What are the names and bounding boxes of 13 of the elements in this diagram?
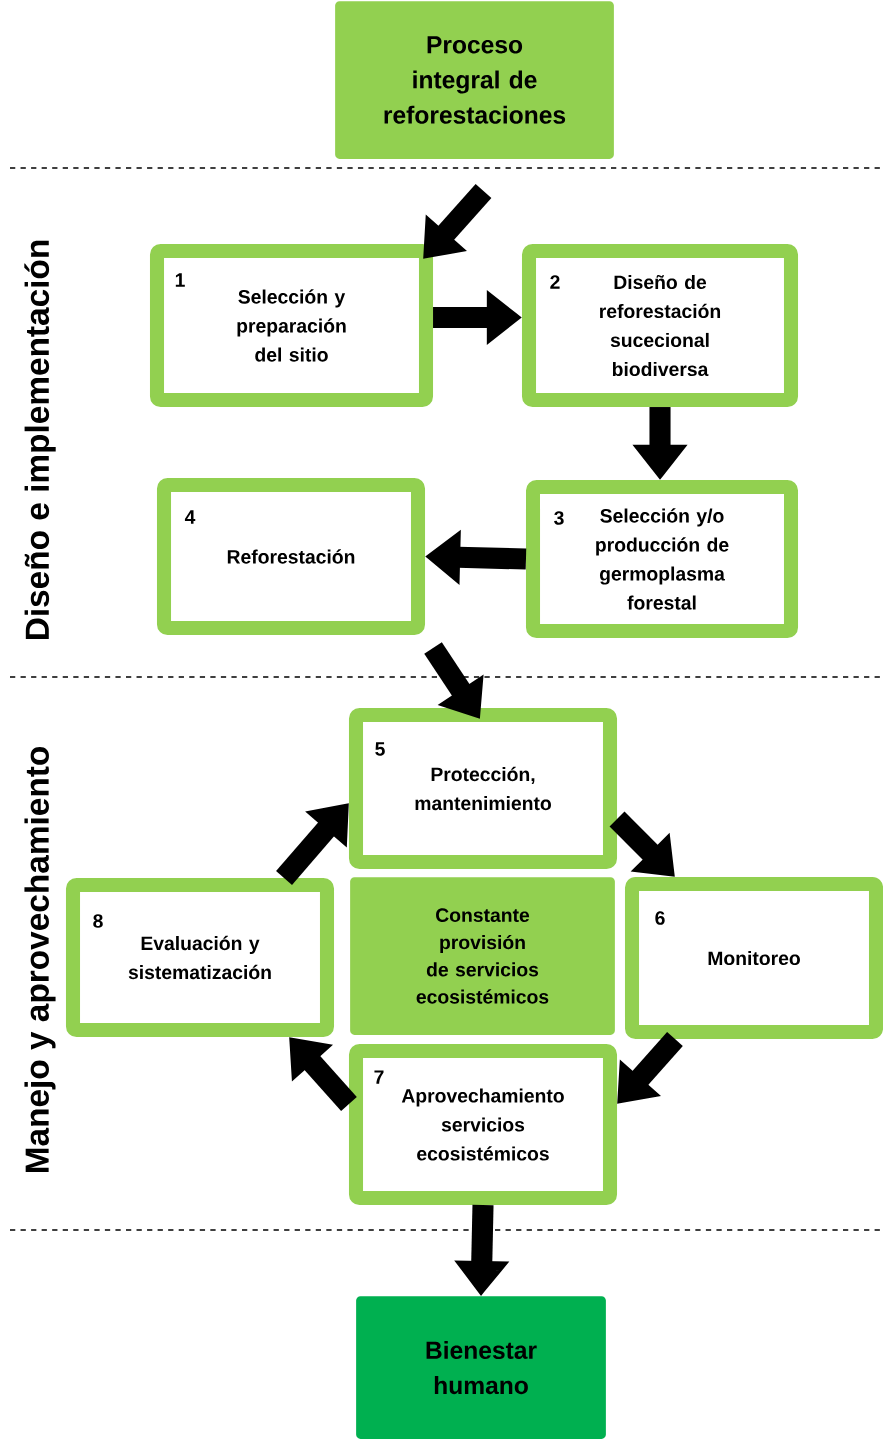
center-box: Constante provisión de servicios ecosistémicos xyxy=(350,877,615,1035)
step-number: 3 xyxy=(554,511,564,525)
step-number: 6 xyxy=(655,911,665,925)
step-number: 1 xyxy=(175,273,185,287)
result-box: Bienestar humano xyxy=(356,1296,606,1439)
section-label: Diseño e implementación xyxy=(24,240,56,640)
step-number: 4 xyxy=(184,510,196,524)
step-number: 7 xyxy=(374,1070,384,1084)
step-number: 8 xyxy=(93,914,103,928)
step-number: 2 xyxy=(550,275,560,289)
block-arrow xyxy=(609,811,675,877)
step-number: 5 xyxy=(375,742,385,756)
start-box: Proceso integral de reforestaciones xyxy=(335,1,614,159)
